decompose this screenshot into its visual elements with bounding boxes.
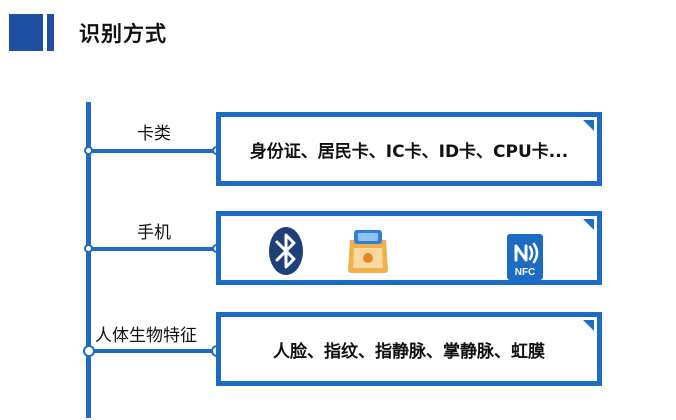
nfc-icon: NFC [507, 234, 543, 280]
nfc-icon-label: NFC [515, 267, 536, 278]
category-content-biometric: 人脸、指纹、指静脉、掌静脉、虹膜 [273, 341, 545, 362]
category-label-biometric: 人体生物特征 [95, 326, 197, 346]
category-content-cards: 身份证、居民卡、IC卡、ID卡、CPU卡... [249, 141, 569, 162]
spine-node-cards [84, 146, 93, 155]
timeline-spine [86, 102, 91, 418]
branch-line-cards [88, 149, 218, 153]
bluetooth-icon [269, 227, 303, 275]
title-accent-bar [47, 14, 54, 51]
qr-scanner-icon [348, 230, 388, 273]
branch-line-biometric [88, 349, 218, 353]
page-title: 识别方式 [79, 22, 167, 46]
spine-node-phone [84, 244, 93, 253]
category-box-phone: NFC [216, 211, 602, 285]
category-label-phone: 手机 [137, 223, 171, 243]
spine-node-biometric [83, 345, 95, 357]
category-box-cards: 身份证、居民卡、IC卡、ID卡、CPU卡... [216, 112, 602, 186]
category-label-cards: 卡类 [137, 124, 171, 144]
category-box-biometric: 人脸、指纹、指静脉、掌静脉、虹膜 [216, 312, 602, 386]
branch-line-phone [88, 247, 218, 251]
title-accent-block [9, 14, 43, 51]
